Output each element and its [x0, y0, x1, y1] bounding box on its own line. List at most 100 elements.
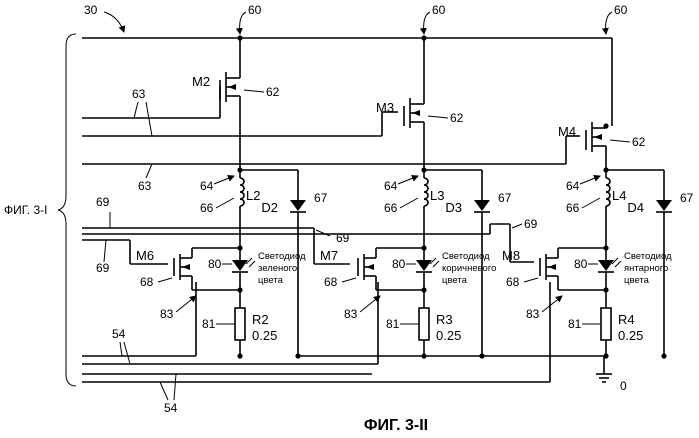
ref-64-arrow — [580, 176, 600, 184]
inductor-coil — [424, 178, 428, 185]
ref-80: 80 — [208, 257, 222, 271]
inductor-coil — [424, 185, 428, 192]
ref-63-b-leader — [146, 102, 152, 136]
ref-54-c-leader — [160, 382, 168, 400]
resistor-symbol — [601, 308, 611, 340]
inductor-coil — [606, 199, 610, 206]
led-color-line3: цвета — [442, 275, 468, 286]
ref-68: 68 — [506, 275, 520, 289]
ref-66: 66 — [200, 201, 214, 215]
ref-60: 60 — [248, 3, 262, 17]
ref-63-c-leader — [146, 164, 152, 178]
ref-67: 67 — [680, 191, 694, 205]
ground-rail — [298, 356, 612, 382]
inductor-coil — [606, 192, 610, 199]
ref-69-d-leader — [512, 224, 522, 228]
ref-62: 62 — [450, 111, 464, 125]
channel-1: 60M262D267L26466M66880Светодиодзеленогоц… — [136, 3, 328, 359]
ref-83: 83 — [344, 307, 358, 321]
ref-60-arrow — [424, 12, 430, 34]
ref-69-d: 69 — [524, 217, 538, 231]
led-symbol — [416, 260, 432, 271]
junction-dot — [237, 353, 242, 358]
ref-63-a: 63 — [132, 87, 146, 101]
channels: 60M262D267L26466M66880Светодиодзеленогоц… — [136, 3, 694, 359]
inductor-label: L4 — [612, 188, 626, 203]
upper-fet-label: M3 — [376, 100, 394, 115]
ref-68: 68 — [140, 275, 154, 289]
ref-69-b: 69 — [96, 261, 110, 275]
inductor-label: L2 — [246, 188, 260, 203]
junction-dot — [479, 353, 484, 358]
ref-60-arrow — [240, 12, 246, 34]
channel-3: 60M462D467L46466M86880Светодиодянтарного… — [502, 3, 694, 359]
ref-64: 64 — [384, 179, 398, 193]
top-rail — [82, 38, 612, 126]
ref-62: 62 — [266, 85, 280, 99]
ground-label: 0 — [620, 379, 627, 393]
inductor-coil — [606, 178, 610, 185]
ref-30: 30 — [84, 3, 98, 17]
inductor-label: L3 — [430, 188, 444, 203]
ref-60-arrow — [606, 12, 612, 34]
inductor-coil — [240, 185, 244, 192]
ref-66: 66 — [566, 201, 580, 215]
inductor-coil — [606, 185, 610, 192]
led-color-line1: Светодиод — [624, 251, 672, 262]
diode-label: D2 — [261, 200, 278, 215]
ref-83: 83 — [526, 307, 540, 321]
diode-label: D3 — [445, 200, 462, 215]
ref-69-a: 69 — [96, 195, 110, 209]
led-color-line3: цвета — [258, 275, 284, 286]
ref-54-a-leader — [120, 342, 122, 356]
ref-64: 64 — [200, 179, 214, 193]
ref-83: 83 — [160, 307, 174, 321]
ref-80: 80 — [392, 257, 406, 271]
ref-81: 81 — [386, 317, 400, 331]
diode-symbol — [656, 200, 672, 211]
lower-fet-label: M8 — [502, 248, 520, 263]
control-wiring — [82, 86, 580, 382]
resistor-label: R4 — [618, 312, 635, 327]
led-color-line2: коричневого — [442, 263, 496, 274]
figure-caption: ФИГ. 3-II — [364, 417, 428, 434]
ref-67: 67 — [498, 191, 512, 205]
ref-30-arrow — [104, 12, 124, 32]
ref-60: 60 — [614, 3, 628, 17]
led-symbol — [232, 260, 248, 271]
resistor-label: R2 — [252, 312, 269, 327]
resistor-value: 0.25 — [618, 328, 643, 343]
ref-54-b-leader — [124, 342, 130, 364]
diode-symbol — [290, 200, 306, 211]
inductor-coil — [424, 199, 428, 206]
resistor-value: 0.25 — [252, 328, 277, 343]
resistor-label: R3 — [436, 312, 453, 327]
upper-fet-label: M2 — [192, 74, 210, 89]
led-color-line1: Светодиод — [258, 251, 306, 262]
ref-67: 67 — [314, 191, 328, 205]
ref-64-arrow — [398, 176, 418, 184]
ref-54-b: 54 — [164, 401, 178, 415]
lower-fet-label: M7 — [320, 248, 338, 263]
resistor-symbol — [419, 308, 429, 340]
ref-54-d-leader — [174, 374, 176, 400]
inductor-coil — [240, 192, 244, 199]
resistor-value: 0.25 — [436, 328, 461, 343]
ref-81: 81 — [568, 317, 582, 331]
ref-66: 66 — [384, 201, 398, 215]
ref-64: 64 — [566, 179, 580, 193]
inductor-coil — [424, 192, 428, 199]
junction-dot — [603, 353, 608, 358]
inductor-coil — [240, 199, 244, 206]
diode-symbol — [474, 200, 490, 211]
led-symbol — [598, 260, 614, 271]
inductor-coil — [240, 178, 244, 185]
ref-81: 81 — [202, 317, 216, 331]
upper-fet-label: M4 — [558, 124, 576, 139]
junction-dot — [295, 353, 300, 358]
resistor-symbol — [235, 308, 245, 340]
ref-83-arrow — [176, 296, 196, 312]
ref-69-b-leader — [104, 240, 106, 262]
ref-83-arrow — [542, 296, 562, 312]
